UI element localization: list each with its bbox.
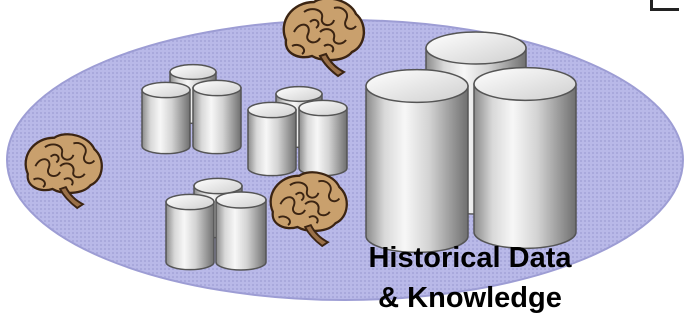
brain-icon xyxy=(24,133,103,210)
database-cylinder-icon xyxy=(473,66,577,250)
database-cylinder-icon xyxy=(165,193,215,271)
caption-line-1: Historical Data xyxy=(368,242,572,274)
brain-icon xyxy=(282,0,365,78)
database-cylinder-icon xyxy=(298,99,348,177)
brain-icon xyxy=(269,171,348,248)
database-cylinder-icon xyxy=(215,191,267,271)
caption-line-2: & Knowledge xyxy=(378,282,562,314)
brain-cluster xyxy=(24,0,365,248)
database-cylinder-icon xyxy=(365,68,469,254)
database-cylinder-icon xyxy=(192,79,242,155)
database-cluster xyxy=(141,31,577,271)
database-cylinder-icon xyxy=(141,81,191,155)
corner-bracket-icon xyxy=(650,0,679,11)
database-cylinder-icon xyxy=(247,101,297,177)
